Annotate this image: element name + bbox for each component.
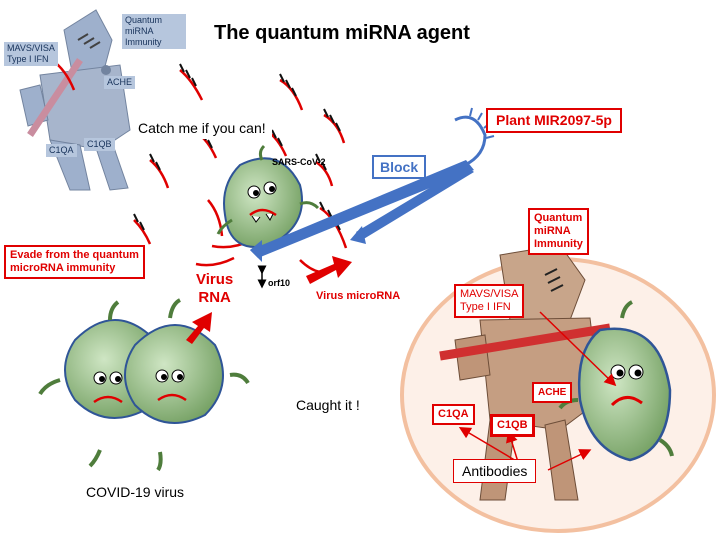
knight-bottom-quantum-line3: Immunity: [534, 238, 583, 250]
virus-rna-line2: RNA: [198, 289, 231, 306]
page-title: The quantum miRNA agent: [214, 22, 470, 44]
knight-top-mavs-line2: Type I IFN: [7, 54, 49, 64]
virus-microrna-label: Virus microRNA: [316, 290, 401, 302]
knight-bottom-quantum-line2: miRNA: [534, 225, 571, 237]
evade-label: Evade from the quantum microRNA immunity: [4, 245, 145, 279]
caught-label: Caught it !: [296, 397, 360, 413]
knight-bottom-quantum-label: Quantum miRNA Immunity: [528, 208, 589, 255]
evade-label-line1: Evade from the quantum: [10, 249, 139, 261]
knight-bottom-ache-label: ACHE: [532, 382, 573, 403]
knight-top-mavs-line1: MAVS/VISA: [7, 43, 55, 53]
knight-bottom-c1qb-label: C1QB: [490, 414, 535, 437]
sars-cov-2-virus: [216, 144, 320, 248]
knight-top-quantum-line1: Quantum: [125, 15, 163, 25]
knight-top-c1qb-label: C1QB: [84, 138, 115, 151]
knight-top-quantum-line3: Immunity: [125, 37, 162, 47]
evade-label-line2: microRNA immunity: [10, 262, 116, 274]
knight-top-mavs-label: MAVS/VISA Type I IFN: [4, 42, 58, 66]
antibodies-label: Antibodies: [453, 459, 537, 483]
speech-catch-me: Catch me if you can!: [132, 117, 272, 139]
knight-top-quantum-line2: miRNA: [125, 26, 154, 36]
knight-top-quantum-label: Quantum miRNA Immunity: [122, 14, 186, 49]
captured-virus: [558, 300, 674, 462]
knight-bottom-mavs-line2: Type I IFN: [460, 301, 511, 313]
covid-19-viruses: [38, 298, 250, 472]
virus-rna-label: Virus RNA: [196, 271, 233, 307]
knight-top-figure: [19, 9, 131, 191]
red-arrows: [186, 256, 617, 471]
knight-bottom-c1qa-label: C1QA: [432, 404, 475, 425]
orf10-label: orf10: [268, 278, 291, 288]
knight-bottom-mavs-line1: MAVS/VISA: [460, 288, 519, 300]
covid-19-label: COVID-19 virus: [86, 484, 185, 500]
block-label: Block: [372, 155, 427, 179]
mirna-strands: [51, 58, 348, 274]
knight-top-ache-label: ACHE: [104, 76, 136, 89]
knight-bottom-quantum-line1: Quantum: [534, 212, 583, 224]
sars-cov-2-label: SARS-CoV-2: [272, 157, 326, 167]
knight-top-c1qa-label: C1QA: [46, 144, 77, 157]
knight-bottom-mavs-label: MAVS/VISA Type I IFN: [454, 284, 525, 318]
virus-rna-line1: Virus: [196, 271, 234, 288]
plant-mirna-arrows: [250, 107, 495, 262]
plant-mir2097-label: Plant MIR2097-5p: [486, 108, 622, 133]
